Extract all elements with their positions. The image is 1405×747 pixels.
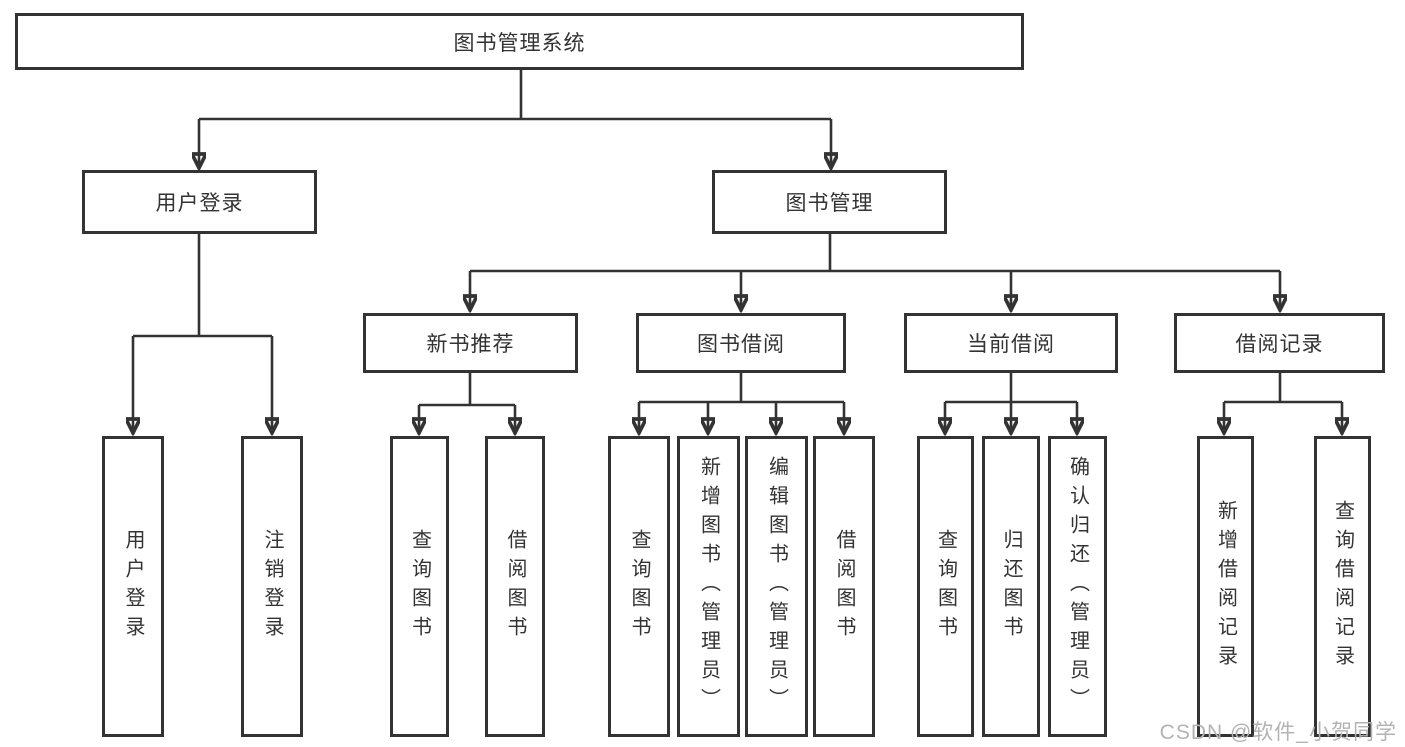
leaf-user-login: 用户登录 <box>102 436 164 737</box>
leaf-borrow-books: 借阅图书 <box>485 436 545 737</box>
leaf-add-borrow-record: 新增借阅记录 <box>1197 436 1254 737</box>
leaf-confirm-return-admin: 确认归还（管理员） <box>1048 436 1107 737</box>
connector-book-borrow-to-leaves <box>639 373 844 433</box>
node-current-borrow: 当前借阅 <box>904 313 1118 373</box>
leaf-return-books: 归还图书 <box>982 436 1040 737</box>
leaf-label: 查询图书 <box>628 528 650 645</box>
leaf-label: 注销登录 <box>261 528 283 645</box>
connector-root-to-level2 <box>199 70 831 168</box>
leaf-logout-login: 注销登录 <box>241 436 303 737</box>
node-library-system: 图书管理系统 <box>15 13 1024 70</box>
node-label: 图书借阅 <box>697 333 785 356</box>
leaf-label: 归还图书 <box>1000 528 1022 645</box>
leaf-edit-books-admin: 编辑图书（管理员） <box>745 436 808 737</box>
connector-current-borrow-to-leaves <box>945 373 1077 433</box>
node-borrow-record: 借阅记录 <box>1174 313 1385 373</box>
leaf-query-books: 查询图书 <box>917 436 974 737</box>
csdn-watermark: CSDN @软件_小贺同学 <box>1159 721 1397 744</box>
leaf-label: 编辑图书（管理员） <box>765 456 788 717</box>
connector-borrow-record-to-leaves <box>1224 373 1342 433</box>
connector-new-book-rec-to-leaves <box>419 373 515 433</box>
node-book-borrow: 图书借阅 <box>636 313 846 373</box>
leaf-query-borrow-record: 查询借阅记录 <box>1314 436 1371 737</box>
node-label: 借阅记录 <box>1235 333 1324 356</box>
node-label: 图书管理系统 <box>453 31 586 55</box>
node-user-login: 用户登录 <box>82 170 317 234</box>
leaf-query-books: 查询图书 <box>608 436 670 737</box>
node-label: 用户登录 <box>155 192 244 215</box>
leaf-add-books-admin: 新增图书（管理员） <box>677 436 740 737</box>
node-label: 当前借阅 <box>967 333 1055 356</box>
leaf-label: 借阅图书 <box>833 528 855 645</box>
node-label: 图书管理 <box>785 192 874 215</box>
leaf-label: 新增借阅记录 <box>1214 499 1237 674</box>
connector-book-mgmt-to-level3 <box>470 234 1280 310</box>
leaf-label: 确认归还（管理员） <box>1066 456 1089 717</box>
leaf-label: 查询图书 <box>408 528 431 645</box>
leaf-query-books: 查询图书 <box>390 436 449 737</box>
node-label: 新书推荐 <box>426 333 515 356</box>
node-new-book-recommend: 新书推荐 <box>363 313 578 373</box>
leaf-label: 新增图书（管理员） <box>697 456 720 717</box>
leaf-label: 查询图书 <box>934 528 957 645</box>
leaf-label: 用户登录 <box>122 528 144 645</box>
connector-user-login-to-leaves <box>133 234 272 433</box>
leaf-label: 查询借阅记录 <box>1331 499 1354 674</box>
leaf-label: 借阅图书 <box>504 528 526 645</box>
leaf-borrow-books: 借阅图书 <box>813 436 875 737</box>
node-book-management: 图书管理 <box>712 170 947 234</box>
